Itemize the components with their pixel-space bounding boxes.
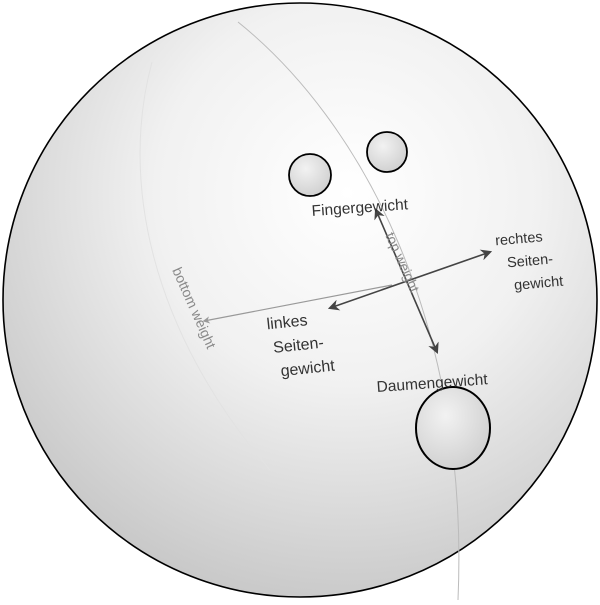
- thumb-hole: [415, 386, 491, 470]
- left-side-line-1: linkes: [266, 312, 308, 333]
- finger-hole-right: [366, 131, 408, 173]
- right-side-weight-label: rechtes Seiten- gewicht: [495, 229, 564, 294]
- meridian-line-left: [139, 61, 271, 471]
- side-weight-arrow: [327, 249, 493, 311]
- left-side-line-2: Seiten-: [272, 335, 324, 357]
- finger-hole-left: [288, 153, 332, 197]
- left-side-line-3: gewicht: [280, 358, 336, 381]
- bowling-ball: [2, 2, 598, 598]
- finger-weight-label: Fingergewicht: [311, 196, 409, 220]
- left-side-weight-label: linkes Seiten- gewicht: [266, 312, 336, 381]
- right-side-line-3: gewicht: [513, 274, 563, 294]
- right-side-line-1: rechtes: [495, 229, 544, 249]
- right-side-line-2: Seiten-: [506, 251, 553, 271]
